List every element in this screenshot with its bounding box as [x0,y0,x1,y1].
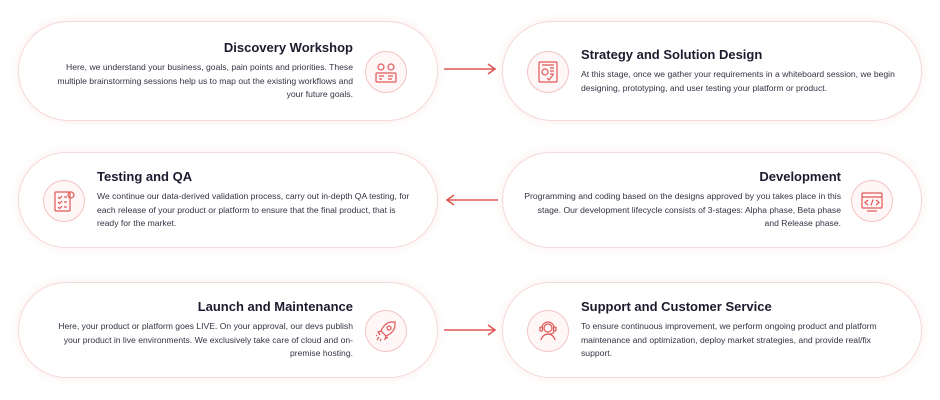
step-title: Development [759,169,841,185]
brainstorm-icon [365,51,407,93]
step-description: Here, your product or platform goes LIVE… [58,321,353,359]
arrow-right-icon [444,324,497,336]
step-card-discovery-workshop: Discovery Workshop Here, we understand y… [18,21,438,121]
step-text: Development Programming and coding based… [523,153,841,247]
checklist-icon [43,180,85,222]
step-description: To ensure continuous improvement, we per… [581,321,877,359]
step-text: Support and Customer Service To ensure c… [581,283,895,377]
step-title: Testing and QA [97,169,193,185]
arrow-right-icon [444,63,497,75]
step-title: Strategy and Solution Design [581,47,763,62]
step-title: Launch and Maintenance [197,299,353,315]
step-card-development: Development Programming and coding based… [502,152,922,248]
step-card-testing-qa: Testing and QA We continue our data-deri… [18,152,438,248]
step-text: Launch and Maintenance Here, your produc… [49,283,353,377]
step-text: Testing and QA We continue our data-deri… [97,153,411,247]
step-text: Strategy and Solution Design At this sta… [581,22,895,120]
step-description: At this stage, once we gather your requi… [581,69,895,93]
rocket-icon [365,310,407,352]
step-title: Discovery Workshop [223,40,353,56]
step-card-strategy-solution-design: Strategy and Solution Design At this sta… [502,21,922,121]
arrow-left-icon [445,194,498,206]
step-card-support-customer-service: Support and Customer Service To ensure c… [502,282,922,378]
step-title: Support and Customer Service [581,299,772,315]
step-description: We continue our data-derived validation … [97,191,410,229]
step-card-launch-maintenance: Launch and Maintenance Here, your produc… [18,282,438,378]
strategy-board-icon [527,51,569,93]
step-description: Programming and coding based on the desi… [524,191,841,229]
code-window-icon [851,180,893,222]
step-text: Discovery Workshop Here, we understand y… [49,22,353,120]
step-description: Here, we understand your business, goals… [57,62,353,100]
support-agent-icon [527,310,569,352]
